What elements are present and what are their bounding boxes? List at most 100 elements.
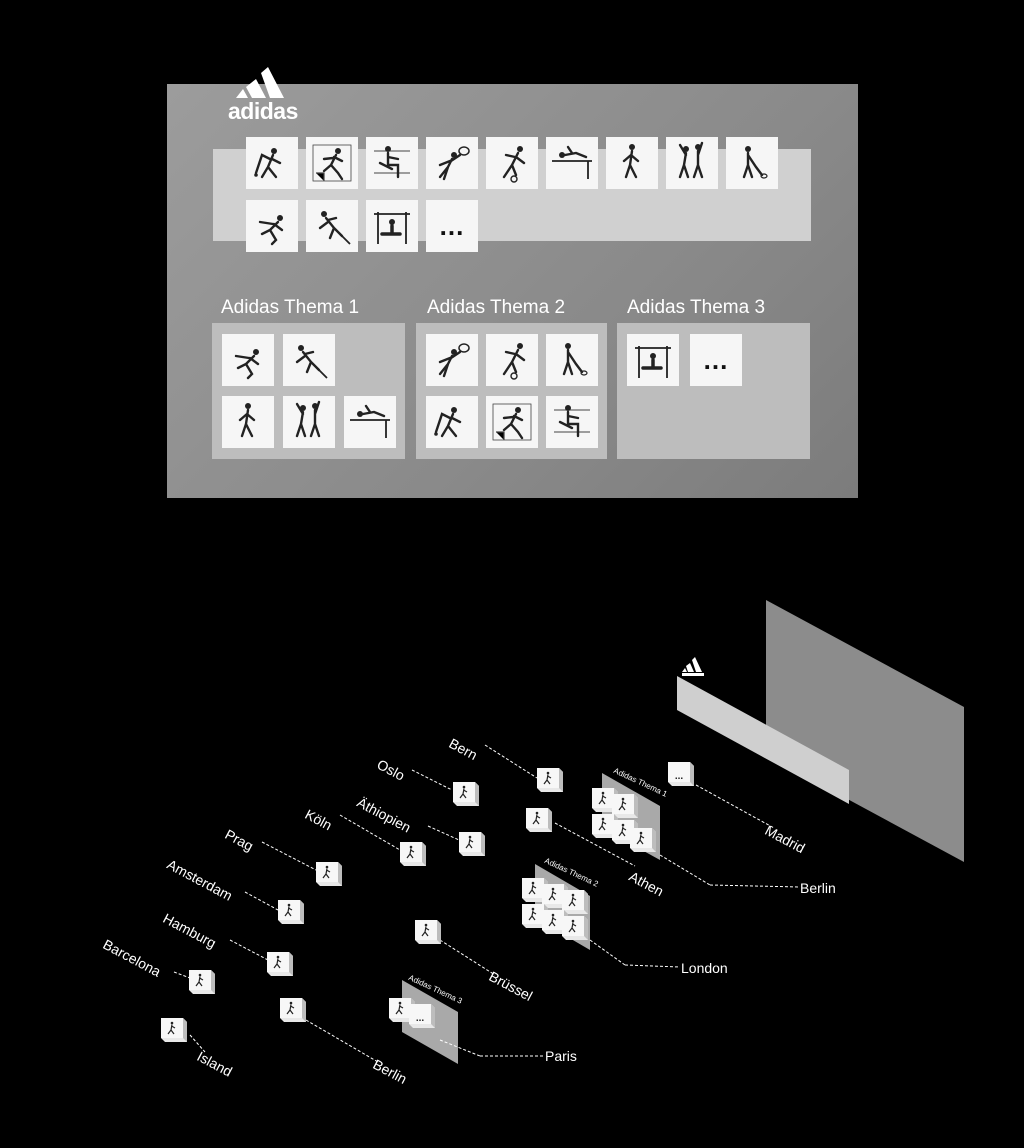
leader-line [244, 891, 279, 911]
group-pictogram-tile[interactable] [283, 396, 335, 448]
city-cube[interactable] [610, 814, 640, 844]
city-cube[interactable] [524, 802, 554, 832]
pictogram-tile[interactable] [546, 137, 598, 189]
city-cube[interactable]: ... [666, 756, 696, 786]
pictogram-tile[interactable] [486, 137, 538, 189]
brand-wordmark: adidas [228, 98, 298, 124]
leader-line [589, 939, 626, 966]
group-title-1: Adidas Thema 1 [221, 297, 360, 318]
city-cube[interactable] [187, 964, 217, 994]
city-cube[interactable] [398, 836, 428, 866]
leader-line [305, 1019, 379, 1063]
group-more-tile[interactable]: ... [690, 334, 742, 386]
adidas-logo-icon [236, 67, 284, 98]
leader-line [659, 854, 711, 886]
pictogram-tile[interactable] [366, 200, 418, 252]
gymnastics-bars-icon [374, 212, 410, 244]
hurdles-runner-icon [312, 144, 352, 182]
golfer-icon [742, 146, 768, 179]
rowing-icon [554, 405, 590, 438]
leader-line [229, 939, 269, 961]
svg-text:...: ... [416, 1013, 425, 1024]
leader-line [339, 814, 401, 851]
leader-line [189, 1034, 206, 1053]
group-more-label: ... [703, 345, 729, 375]
pictogram-tile[interactable] [366, 137, 418, 189]
city-cube[interactable] [276, 894, 306, 924]
golfer-icon [562, 343, 588, 376]
leader-line [411, 769, 453, 791]
basketball-players-icon [678, 141, 704, 179]
more-label: ... [439, 211, 465, 241]
leader-line [427, 825, 460, 841]
city-label: Paris [545, 1048, 577, 1064]
runner-icon [622, 144, 640, 179]
city-cube[interactable] [265, 946, 295, 976]
pictogram-tile[interactable] [306, 137, 358, 189]
leader-line [173, 971, 191, 979]
rowing-icon [374, 146, 410, 179]
city-cube[interactable] [314, 856, 344, 886]
pictogram-tile[interactable] [666, 137, 718, 189]
city-cube[interactable] [413, 914, 443, 944]
skier-icon [318, 211, 351, 245]
city-cube[interactable] [451, 776, 481, 806]
high-jump-icon [552, 145, 592, 179]
skier-icon [295, 345, 328, 379]
sprinter-icon [258, 215, 284, 246]
leader-line [709, 884, 801, 888]
leader-line [624, 964, 681, 968]
leader-line [484, 744, 538, 779]
city-cube[interactable] [628, 822, 658, 852]
city-cube[interactable] [610, 788, 640, 818]
tennis-player-icon [438, 343, 470, 378]
group-pictogram-tile[interactable] [344, 396, 396, 448]
city-cube[interactable] [159, 1012, 189, 1042]
group-pictogram-tile[interactable] [486, 396, 538, 448]
pictogram-tile[interactable] [306, 200, 358, 252]
group-pictogram-tile[interactable] [426, 334, 478, 386]
basketball-players-icon [295, 400, 321, 438]
perspective-logo-icon [682, 657, 704, 676]
leader-line [439, 939, 496, 976]
group-pictogram-tile[interactable] [426, 396, 478, 448]
city-cube[interactable] [560, 884, 590, 914]
group-pictogram-tile[interactable] [627, 334, 679, 386]
pictogram-tile[interactable] [246, 200, 298, 252]
city-label: London [681, 960, 728, 976]
perspective-band-plane [677, 676, 849, 804]
leader-line [261, 841, 317, 871]
group-pictogram-tile[interactable] [283, 334, 335, 386]
leader-line [439, 1039, 481, 1057]
city-cube[interactable]: ... [407, 998, 437, 1028]
city-cube[interactable] [278, 992, 308, 1022]
group-pictogram-tile[interactable] [486, 334, 538, 386]
group-pictogram-tile[interactable] [546, 334, 598, 386]
hockey-player-icon [434, 407, 462, 438]
tennis-player-icon [438, 146, 470, 181]
pictogram-tile[interactable] [426, 137, 478, 189]
group-pictogram-tile[interactable] [222, 334, 274, 386]
group-title-2: Adidas Thema 2 [427, 297, 566, 318]
runner-icon [238, 403, 256, 438]
group-pictogram-tile[interactable] [546, 396, 598, 448]
high-jump-icon [350, 404, 390, 438]
perspective-back-plane [766, 600, 964, 862]
gymnastics-bars-icon [635, 346, 671, 378]
soccer-player-icon [502, 343, 526, 380]
city-cube[interactable] [457, 826, 487, 856]
leader-line [695, 784, 775, 829]
sprinter-icon [234, 349, 260, 380]
pictogram-tile[interactable] [606, 137, 658, 189]
group-pictogram-tile[interactable] [222, 396, 274, 448]
city-cube[interactable] [535, 762, 565, 792]
svg-text:...: ... [675, 771, 684, 782]
city-label: Berlin [800, 880, 836, 896]
pictogram-tile[interactable] [726, 137, 778, 189]
pictogram-tile[interactable] [246, 137, 298, 189]
city-cube[interactable] [560, 910, 590, 940]
more-tile[interactable]: ... [426, 200, 478, 252]
leader-line [554, 822, 636, 867]
soccer-player-icon [502, 146, 526, 183]
